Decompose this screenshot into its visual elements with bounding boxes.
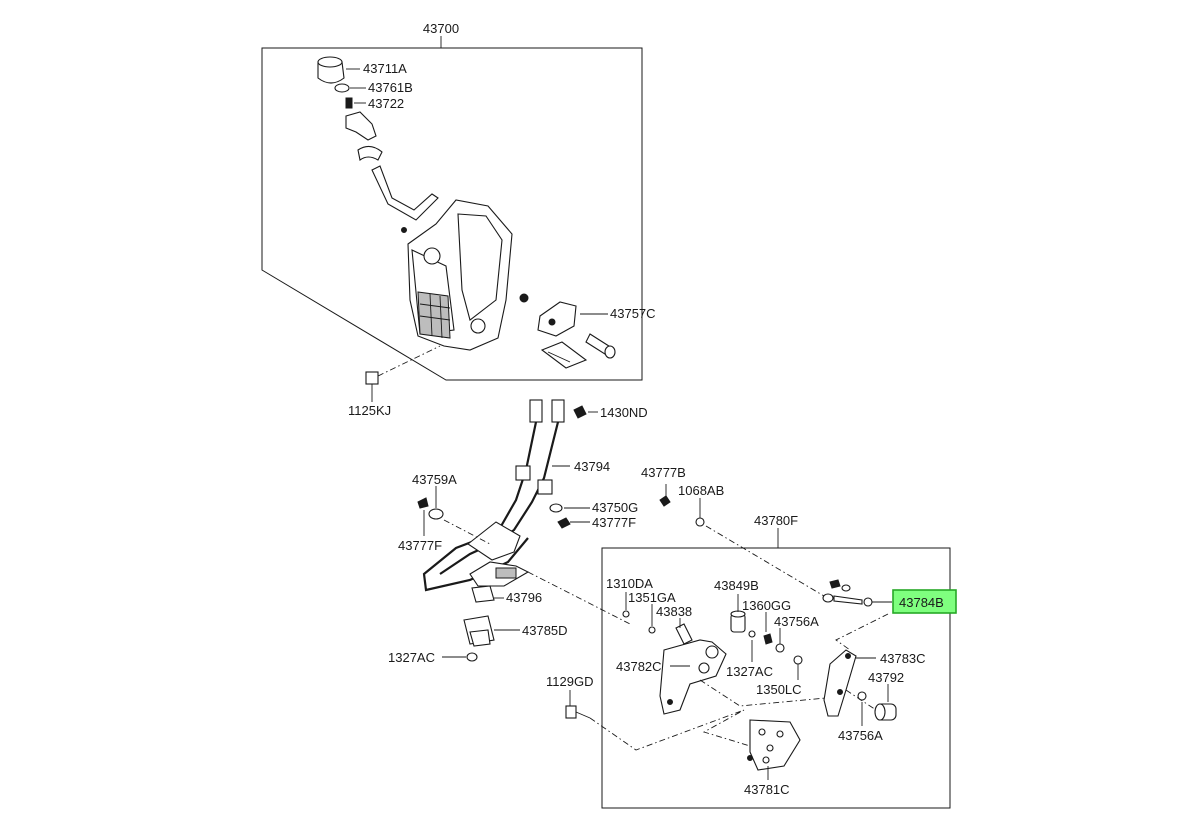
part-label-43784B[interactable]: 43784B <box>899 595 944 610</box>
part-label-43757C[interactable]: 43757C <box>610 306 656 321</box>
bracket-43785D-part[interactable] <box>463 615 495 647</box>
part-label-43783C[interactable]: 43783C <box>880 651 926 666</box>
part-label-43756A-top[interactable]: 43756A <box>774 614 819 629</box>
clip-1360GG-part[interactable] <box>763 633 773 645</box>
part-label-43794[interactable]: 43794 <box>574 459 610 474</box>
main-bracket-43782C-part[interactable] <box>659 639 727 715</box>
part-label-43782C[interactable]: 43782C <box>616 659 662 674</box>
shift-lever-assembly-group: 43700 43711A 43761B 43722 <box>261 21 656 418</box>
cable-mount-part[interactable] <box>467 521 530 587</box>
nut-1327AC-left-part[interactable] <box>466 652 478 662</box>
bolt-1125KJ-part[interactable] <box>365 371 379 396</box>
cable-bracket-part[interactable] <box>515 465 531 481</box>
part-label-1327AC-right[interactable]: 1327AC <box>726 664 773 679</box>
part-label-1351GA[interactable]: 1351GA <box>628 590 676 605</box>
bushing-43849B-part[interactable] <box>730 610 746 633</box>
shift-cable-part[interactable] <box>422 421 538 592</box>
lever-43783C-part[interactable] <box>823 649 857 717</box>
part-label-1327AC-left[interactable]: 1327AC <box>388 650 435 665</box>
nut-1310DA-part[interactable] <box>622 610 630 618</box>
cable-end-connectors-part[interactable] <box>529 399 565 423</box>
assembly-43700-frame <box>261 47 643 381</box>
part-label-43796[interactable]: 43796 <box>506 590 542 605</box>
part-label-43750G[interactable]: 43750G <box>592 500 638 515</box>
highlight-box-43784B <box>892 589 957 614</box>
select-plate-part[interactable] <box>519 293 616 359</box>
cable-assembly-group: 1430ND 43794 43750G 43777F 43759A 43777F <box>388 399 648 665</box>
shift-knob-part[interactable] <box>317 56 345 84</box>
part-label-43781C[interactable]: 43781C <box>744 782 790 797</box>
part-label-1310DA[interactable]: 1310DA <box>606 576 653 591</box>
part-label-43777F-left[interactable]: 43777F <box>398 538 442 553</box>
part-label-1360GG[interactable]: 1360GG <box>742 598 791 613</box>
part-label-43761B[interactable]: 43761B <box>368 80 413 95</box>
part-label-43700[interactable]: 43700 <box>423 21 459 36</box>
part-label-43849B[interactable]: 43849B <box>714 578 759 593</box>
nut-1327AC-right-part[interactable] <box>748 630 756 638</box>
clip-1430ND-part[interactable] <box>573 405 587 419</box>
part-label-43722[interactable]: 43722 <box>368 96 404 111</box>
cable-bracket-part[interactable] <box>537 479 553 495</box>
part-label-43785D[interactable]: 43785D <box>522 623 568 638</box>
nut-1068AB-part[interactable] <box>695 517 705 527</box>
part-label-43777F-right[interactable]: 43777F <box>592 515 636 530</box>
bolt-1129GD-part[interactable] <box>565 705 591 719</box>
cable-end-link-part[interactable] <box>822 579 873 607</box>
bracket-43796-part[interactable] <box>471 585 495 603</box>
part-label-1430ND[interactable]: 1430ND <box>600 405 648 420</box>
part-label-43759A[interactable]: 43759A <box>412 472 457 487</box>
shifter-housing-part[interactable] <box>401 199 513 351</box>
bushing-43838-part[interactable] <box>675 623 693 645</box>
bushing-43792-part[interactable] <box>874 703 897 721</box>
part-label-1350LC[interactable]: 1350LC <box>756 682 802 697</box>
washer-1351GA-part[interactable] <box>648 626 656 634</box>
shift-lever-rod-part[interactable] <box>345 111 439 221</box>
washer-43750G-part[interactable] <box>549 503 563 513</box>
part-label-43838[interactable]: 43838 <box>656 604 692 619</box>
washer-43759A-part[interactable] <box>428 508 444 520</box>
part-label-1125KJ[interactable]: 1125KJ <box>348 403 391 418</box>
bracket-assembly-group: 43780F 43777B 1068AB 43784B 1310DA 1351G… <box>546 465 957 809</box>
spring-part[interactable] <box>345 97 353 109</box>
washer-43756A-top-part[interactable] <box>775 643 785 653</box>
washer-43756A-bottom-part[interactable] <box>857 691 867 701</box>
ring-part[interactable] <box>334 83 350 93</box>
bushing-1350LC-part[interactable] <box>793 655 803 665</box>
clip-43777F-left-part[interactable] <box>417 497 429 509</box>
part-label-43756A-bottom[interactable]: 43756A <box>838 728 883 743</box>
part-label-43711A[interactable]: 43711A <box>363 61 407 76</box>
assembly-43780F-frame <box>601 547 951 809</box>
part-label-1129GD[interactable]: 1129GD <box>546 674 593 689</box>
part-label-1068AB[interactable]: 1068AB <box>678 483 724 498</box>
plate-43781C-part[interactable] <box>747 719 801 771</box>
part-label-43780F[interactable]: 43780F <box>754 513 798 528</box>
select-cable-part[interactable] <box>439 421 560 575</box>
clip-43777B-part[interactable] <box>659 495 671 507</box>
part-label-43792[interactable]: 43792 <box>868 670 904 685</box>
shim-plate-part[interactable] <box>540 341 588 369</box>
clip-43777F-right-part[interactable] <box>557 517 571 529</box>
part-label-43777B[interactable]: 43777B <box>641 465 686 480</box>
